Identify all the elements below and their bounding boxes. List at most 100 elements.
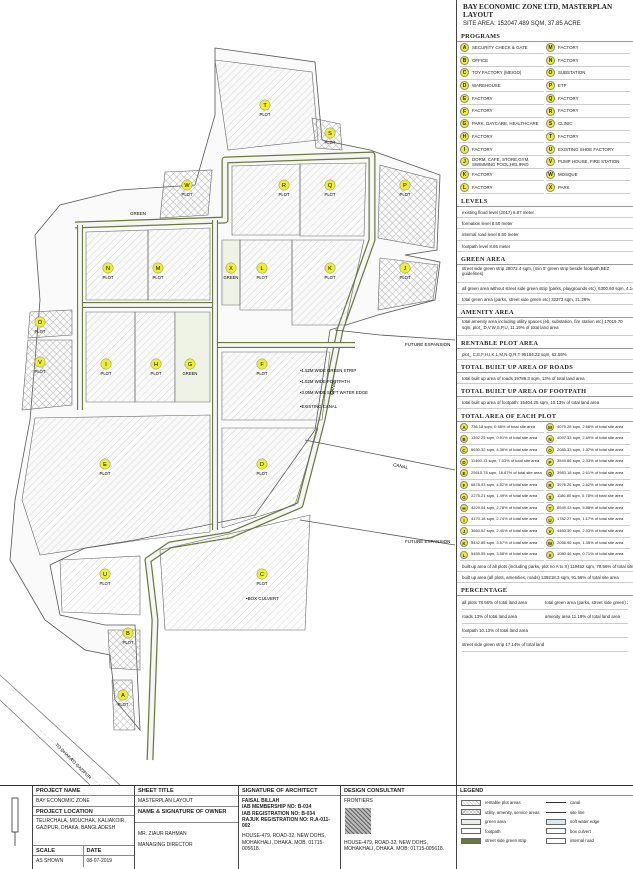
plot-id-k: K	[328, 266, 332, 272]
plot-id-i: I	[105, 362, 107, 368]
program-label: FACTORY	[472, 108, 493, 114]
plot-id-g: G	[188, 362, 192, 368]
plot-p	[377, 164, 438, 249]
title-block: PROJECT NAME BAY ECONOMIC ZONE PROJECT L…	[0, 785, 633, 869]
rentable-text: plot_ C,E,F,H,I,K,L,M,N,Q,R,T 95164.22 s…	[457, 349, 633, 361]
plot-area-text: 1782.27 sqm, 1.17% of total site area	[557, 516, 624, 522]
plot-id-l: L	[260, 266, 263, 272]
legend-label: canal	[570, 800, 581, 806]
plot-marker: H	[460, 504, 468, 513]
program-marker: F	[460, 106, 469, 116]
percentage-cell: street side green strip 17.14% of total …	[462, 638, 545, 653]
plot-word: PLOT	[279, 192, 290, 197]
plot-marker: D	[460, 457, 468, 466]
plot-area-text: 1080.46 sqm, 0.71% of total site area	[557, 551, 624, 557]
plot-word: PLOT	[325, 140, 336, 145]
plot-word: PLOT	[123, 640, 134, 645]
section-roads: TOTAL BUILT UP AREA OF ROADS	[457, 362, 633, 374]
label-footpath: •1.52M WIDE FOOTPATH	[300, 379, 350, 384]
plot-id-h: H	[154, 362, 158, 368]
plot-area-text: 6630.32 sqm, 4.36% of total site area	[471, 446, 538, 452]
program-label: DORM, CAFE, STORE,GYM, SWIMMING POOL,HEL…	[472, 156, 530, 167]
section-programs: PROGRAMS	[457, 31, 633, 42]
plot-id-x: X	[229, 266, 233, 272]
percentage-cell: total green area (parks, street side gre…	[545, 596, 628, 611]
plot-area-text: 4170.18 sqm, 2.74% of total site area	[471, 516, 538, 522]
plot-marker: N	[546, 434, 554, 443]
masterplan-map: FUTURE EXPANSION FUTURE EXPANSION CANAL …	[0, 47, 455, 785]
amenity-text: total amenity area including utility spa…	[457, 318, 633, 337]
legend-label: utility, amenity, service areas	[485, 809, 540, 815]
plot-marker: J	[460, 527, 468, 536]
plot-marker: O	[546, 446, 554, 455]
plot-marker-n	[102, 262, 114, 274]
panel-title: BAY ECONOMIC ZONE LTD, MASTERPLAN LAYOUT	[463, 3, 613, 19]
plot-word: PLOT	[257, 581, 268, 586]
plot-word: PLOT	[257, 471, 268, 476]
program-label: FACTORY	[472, 133, 493, 139]
north-symbol-cell	[0, 786, 33, 869]
plot-marker: M	[546, 422, 554, 431]
consultant-label: DESIGN CONSULTANT	[341, 786, 456, 796]
consultant-name: FRONTIERS	[344, 798, 373, 804]
green-row: street side green strip 28072.4 sqm, (mi…	[457, 265, 633, 283]
plot-r	[231, 163, 301, 236]
footpath-text: total built up area of footpath: 15404.2…	[457, 397, 633, 409]
plot-word: PLOT	[103, 275, 114, 280]
green-row: all green area without street side green…	[457, 283, 633, 294]
plot-labels: TPLOTSPLOTWPLOTPPLOTRPLOTQPLOTNPLOTMPLOT…	[35, 99, 411, 707]
plot-area-text: 6878.93 sqm, 4.52% of total site area	[471, 481, 538, 487]
plot-m	[147, 227, 211, 301]
plot-marker: V	[546, 527, 554, 536]
legend-swatch	[546, 828, 566, 835]
plot-marker-j	[399, 262, 411, 274]
plot-id-a: A	[121, 693, 125, 699]
plot-marker-u	[99, 568, 111, 580]
plot-marker-h	[150, 358, 162, 370]
legend-swatch	[546, 837, 566, 844]
plot-id-u: U	[103, 572, 107, 578]
plot-v	[21, 339, 73, 411]
plot-word: PLOT	[35, 329, 46, 334]
plot-marker: R	[546, 480, 554, 489]
architect-cell: SIGNATURE OF ARCHITECT FAISAL BILLAH IAB…	[239, 786, 341, 869]
plot-area-text: 5442.85 sqm, 3.57% of total site area	[471, 539, 538, 545]
program-label: FACTORY	[558, 133, 579, 139]
legend-swatch	[461, 799, 481, 806]
roads-text: total built up area of roads 19786.3 sqm…	[457, 373, 633, 385]
plot-marker-g	[184, 358, 196, 370]
plot-id-p: P	[403, 183, 407, 189]
plot-area-text: 5459.55 sqm, 3.58% of total site area	[471, 551, 538, 557]
label-future-expansion-2: FUTURE EXPANSION	[405, 539, 450, 544]
program-marker: O	[546, 68, 555, 78]
legend-label: site line	[570, 809, 585, 815]
program-label: FACTORY	[472, 95, 493, 101]
program-marker: G	[460, 119, 469, 129]
program-label: FACTORY	[558, 108, 579, 114]
program-label: FACTORY	[558, 95, 579, 101]
legend-label: rentable plot areas	[485, 800, 521, 806]
program-marker: D	[460, 81, 469, 91]
plot-area-text: 4229.04 sqm, 2.78% of total site area	[471, 504, 538, 510]
program-label: PARK, DAYCARE, HEALTHCARE	[472, 121, 539, 127]
percentage-cell: footpath 10.13% of total land area	[462, 624, 545, 639]
plot-totals: built up area of all plots (including pa…	[457, 561, 633, 584]
project-cell: PROJECT NAME BAY ECONOMIC ZONE PROJECT L…	[33, 786, 135, 869]
